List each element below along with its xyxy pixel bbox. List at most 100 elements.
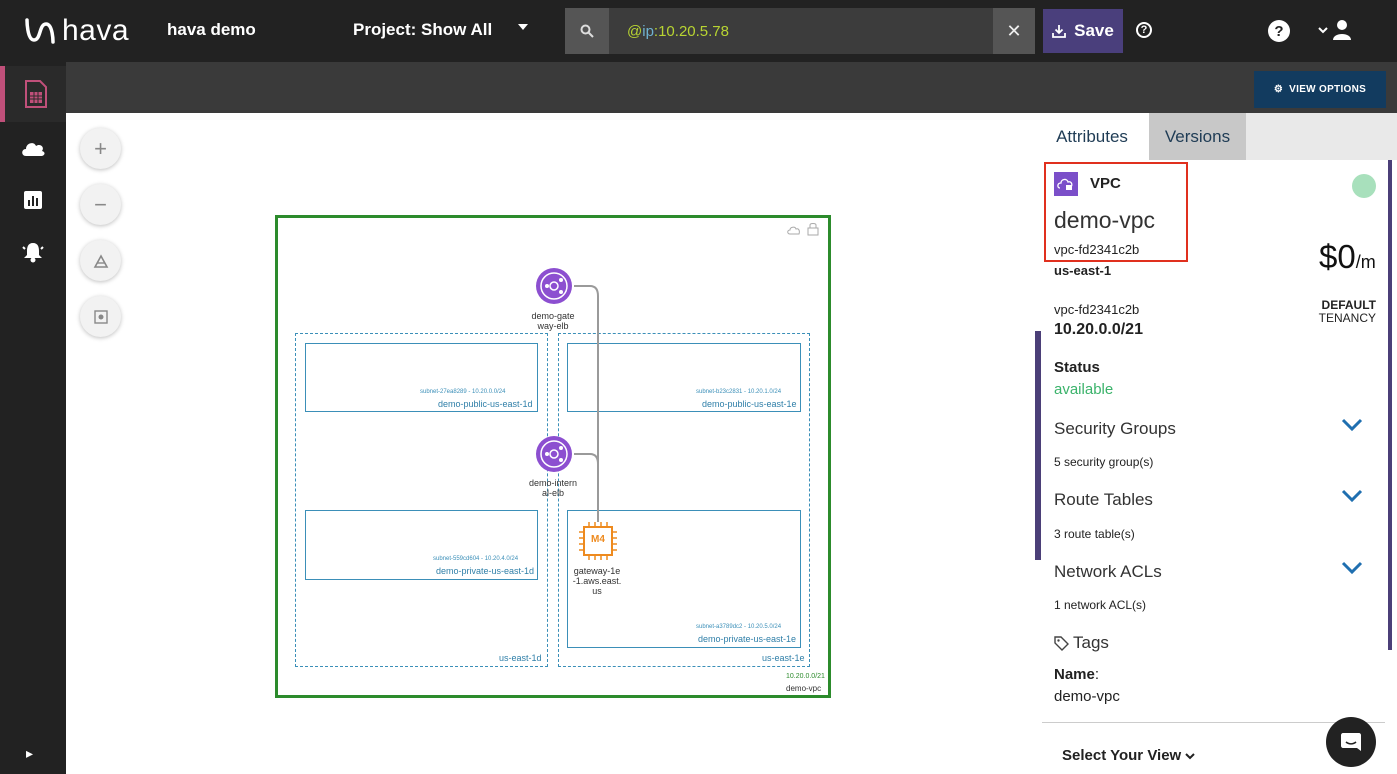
expand-nav-icon[interactable]: ▸ (26, 745, 34, 761)
label-line: us (592, 586, 602, 596)
tag-key: Name (1054, 666, 1095, 683)
subnet-name: demo-public-us-east-1e (702, 399, 797, 409)
nav-alerts[interactable] (0, 224, 66, 280)
zoom-in-button[interactable]: + (80, 128, 121, 169)
resource-id: vpc-fd2341c2b (1054, 242, 1140, 257)
tab-attributes[interactable]: Attributes (1035, 113, 1149, 160)
gear-icon: ⚙ (1273, 84, 1284, 95)
cloud-lock-icons (787, 223, 819, 236)
select-view-label: Select Your View (1062, 747, 1182, 764)
search-icon[interactable] (565, 8, 609, 54)
nav-diagrams[interactable] (0, 66, 66, 122)
resource-name: demo-vpc (1054, 207, 1155, 233)
nav-reports[interactable] (0, 172, 66, 228)
instance-label[interactable]: gateway-1e -1.aws.east. us (564, 566, 630, 596)
vpc-cidr: 10.20.0.0/21 (1054, 321, 1143, 338)
vpc-id: vpc-fd2341c2b (1054, 302, 1140, 317)
center-view-button[interactable] (80, 296, 121, 337)
center-icon (93, 309, 108, 324)
chevron-down-icon[interactable] (1341, 418, 1363, 432)
label-line: al-elb (541, 488, 564, 498)
instance-type-badge: M4 (591, 534, 605, 545)
security-groups-title[interactable]: Security Groups (1054, 419, 1176, 438)
tag-name-label: Name: (1054, 666, 1099, 683)
zoom-out-button[interactable]: − (80, 184, 121, 225)
network-acls-summary: 1 network ACL(s) (1054, 598, 1147, 612)
tag-icon (1054, 636, 1069, 651)
status-dot (1352, 174, 1376, 198)
chat-icon (1341, 733, 1361, 751)
label-line: gateway-1e (573, 566, 621, 576)
help-icon[interactable]: ? (1268, 20, 1290, 42)
panel-tabs: Attributes Versions (1035, 113, 1397, 160)
caret-down-icon[interactable] (518, 24, 528, 30)
project-select[interactable]: Project: Show All (353, 20, 493, 39)
gateway-elb-label[interactable]: demo-gate way-elb (520, 311, 586, 331)
bar-chart-icon (24, 191, 42, 209)
elb-icon[interactable] (535, 435, 573, 473)
logo-text: hava (62, 14, 130, 47)
tab-versions[interactable]: Versions (1149, 113, 1246, 160)
subnet-private-1d[interactable] (305, 510, 538, 580)
search-key: ip (642, 22, 654, 40)
search-prefix: @ (627, 22, 643, 40)
tag-name-value: demo-vpc (1054, 688, 1120, 705)
region: us-east-1 (1054, 263, 1112, 278)
fit-view-button[interactable] (80, 240, 121, 281)
ec2-chip-icon[interactable] (578, 521, 618, 561)
chevron-down-icon (1318, 27, 1328, 34)
route-tables-summary: 3 route table(s) (1054, 527, 1135, 541)
nav-cloud[interactable] (0, 120, 66, 176)
vpc-cidr-label: 10.20.0.0/21 (786, 673, 825, 680)
view-options-button[interactable]: ⚙ VIEW OPTIONS (1254, 71, 1386, 108)
vpc-container[interactable] (275, 215, 831, 698)
elb-icon[interactable] (535, 267, 573, 305)
panel-scroll-track[interactable] (1388, 160, 1392, 650)
select-view-dropdown[interactable]: Select Your View (1062, 747, 1196, 764)
route-tables-title[interactable]: Route Tables (1054, 490, 1153, 509)
account-name[interactable]: hava demo (167, 20, 256, 39)
subnet-private-1e[interactable] (567, 510, 801, 648)
user-icon (1333, 20, 1351, 40)
vpc-name-label: demo-vpc (786, 684, 822, 693)
internal-elb-label[interactable]: demo-intern al-elb (518, 478, 588, 498)
clear-search-icon[interactable]: ✕ (993, 8, 1035, 54)
diagram-doc-icon (24, 80, 47, 108)
cost-amount: $0 (1319, 238, 1356, 275)
label-line: way-elb (537, 321, 569, 331)
chevron-down-icon[interactable] (1341, 489, 1363, 503)
tags-title: Tags (1073, 633, 1109, 652)
view-options-label: VIEW OPTIONS (1289, 84, 1367, 95)
az-box-us-east-1e[interactable] (558, 333, 810, 667)
connection-lines (574, 285, 599, 522)
cloud-icon (22, 143, 45, 156)
az-box-us-east-1d[interactable] (295, 333, 548, 667)
subnet-id: subnet-a3789dc2 - 10.20.5.0/24 (696, 624, 782, 630)
chat-button[interactable] (1326, 717, 1376, 767)
selection-highlight (1044, 162, 1188, 262)
left-nav: ▸ (0, 62, 66, 774)
hava-logo[interactable]: hava (24, 14, 129, 48)
sub-bar (66, 62, 1397, 113)
panel-accent-left (1035, 331, 1041, 560)
tenancy-line1: DEFAULT (1321, 298, 1376, 312)
bell-alert-icon (22, 243, 44, 263)
panel-divider (1042, 722, 1385, 723)
subnet-id: subnet-b23c2831 - 10.20.1.0/24 (696, 389, 782, 395)
search-input[interactable]: @ip:10.20.5.78 (609, 8, 993, 54)
save-label: Save (1074, 21, 1114, 40)
tag-colon: : (1094, 666, 1100, 683)
az-label: us-east-1e (762, 653, 805, 663)
security-groups-summary: 5 security group(s) (1054, 455, 1154, 469)
chevron-down-icon[interactable] (1341, 561, 1363, 575)
subnet-id: subnet-27ea8289 - 10.20.0.0/24 (420, 389, 506, 395)
subnet-public-1e[interactable] (567, 343, 801, 412)
network-acls-title[interactable]: Network ACLs (1054, 562, 1162, 581)
subnet-public-1d[interactable] (305, 343, 538, 412)
question-circle-icon[interactable]: ? (1136, 22, 1152, 38)
cost-unit: /m (1355, 252, 1376, 272)
user-menu[interactable] (1318, 19, 1352, 41)
search-box: @ip:10.20.5.78 ✕ (565, 8, 1035, 54)
hava-logo-icon (25, 18, 55, 44)
save-button[interactable]: Save (1043, 9, 1123, 53)
